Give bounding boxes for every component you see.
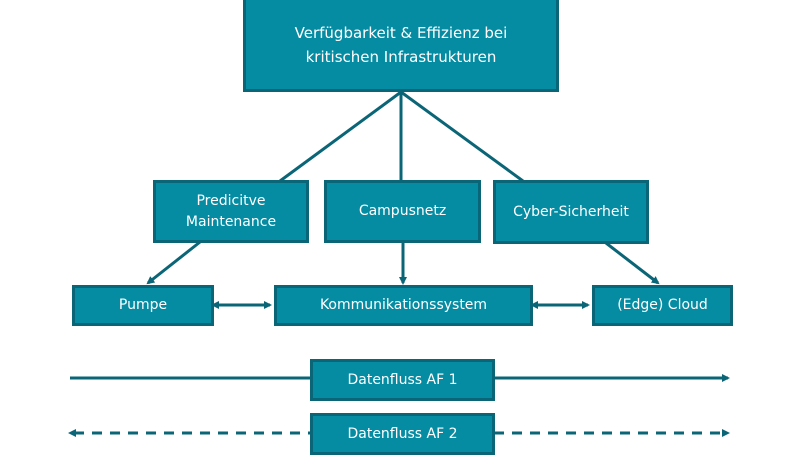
node-komm-label: Kommunikationssystem xyxy=(319,297,488,313)
node-kommunikationssystem: Kommunikationssystem xyxy=(274,285,533,326)
arrow-cyber-cloud xyxy=(605,241,660,285)
arrow-predictive-pumpe xyxy=(146,240,201,285)
node-campus-label: Campusnetz xyxy=(358,203,447,219)
legend-datenfluss-af1: Datenfluss AF 1 xyxy=(310,359,495,401)
node-pumpe-label: Pumpe xyxy=(118,297,168,313)
legend-af1-label: Datenfluss AF 1 xyxy=(347,371,458,388)
legend-datenfluss-af2: Datenfluss AF 2 xyxy=(310,413,495,455)
node-top-goal: Verfügbarkeit & Effizienz bei kritischen… xyxy=(243,0,559,92)
node-predictive-line2: Maintenance xyxy=(185,213,277,230)
node-top-line1: Verfügbarkeit & Effizienz bei xyxy=(294,23,508,42)
node-cloud-label: (Edge) Cloud xyxy=(617,297,708,313)
legend-af2-label: Datenfluss AF 2 xyxy=(347,425,458,442)
node-predictive-line1: Predicitve xyxy=(196,192,266,209)
node-cyber-label: Cyber-Sicherheit xyxy=(513,203,629,220)
node-pumpe: Pumpe xyxy=(72,285,214,326)
node-campusnetz: Campusnetz xyxy=(324,180,481,243)
edge-top-predictive xyxy=(279,90,402,183)
node-top-line2: kritischen Infrastrukturen xyxy=(305,47,497,66)
node-edge-cloud: (Edge) Cloud xyxy=(592,285,733,326)
edge-top-cyber xyxy=(400,90,524,183)
node-predictive-maintenance: Predicitve Maintenance xyxy=(153,180,309,243)
node-cyber-sicherheit: Cyber-Sicherheit xyxy=(493,180,649,244)
